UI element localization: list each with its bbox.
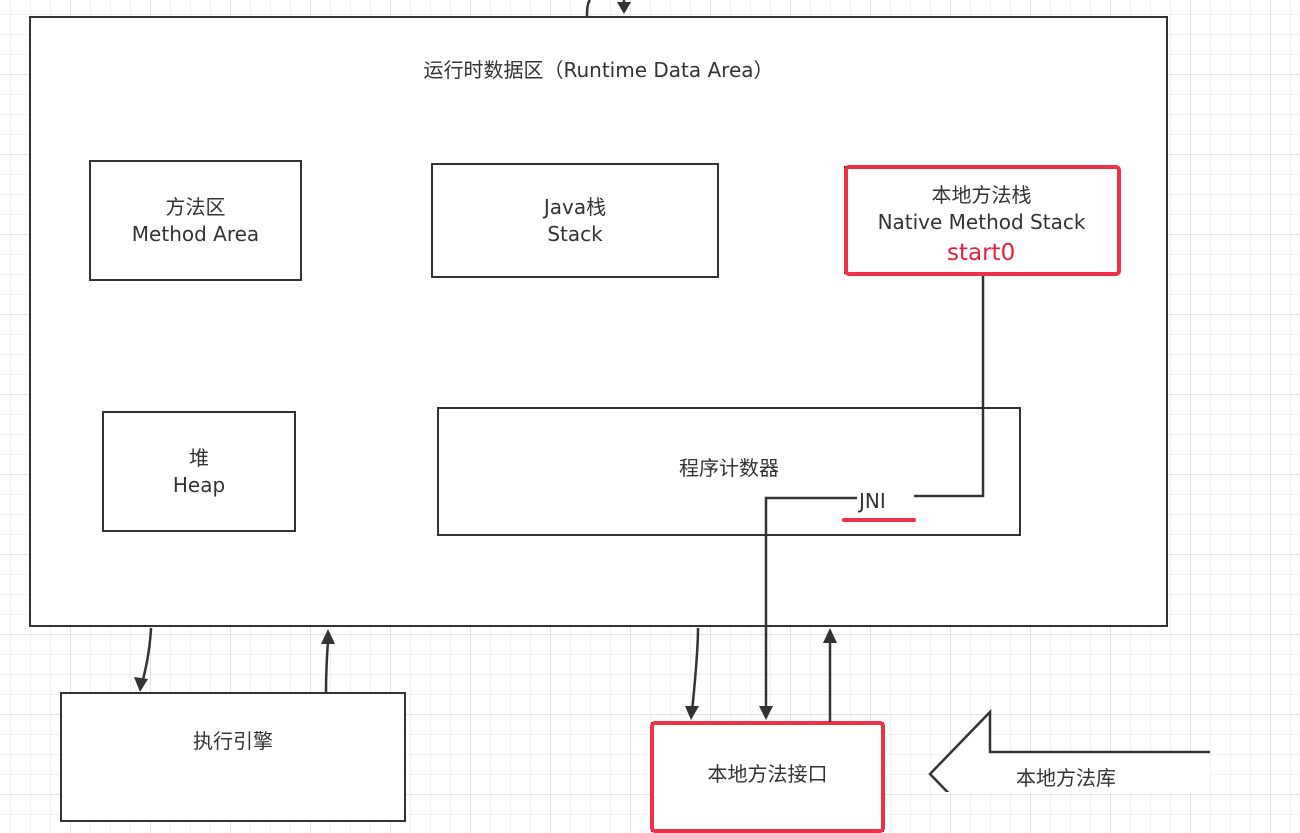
native-library-label[interactable]: 本地方法库	[1016, 766, 1116, 790]
connector-layer	[134, 0, 1210, 792]
method-area-label-en: Method Area	[131, 221, 260, 246]
method-area-box[interactable]: 方法区 Method Area	[89, 160, 302, 281]
program-counter-label: 程序计数器	[679, 456, 779, 480]
arrowhead-ni-up	[823, 628, 837, 643]
arrowhead-exec-up	[321, 629, 335, 644]
top-arrow-left	[585, 0, 591, 17]
arrowhead-ni-down	[685, 706, 699, 720]
jni-connector	[914, 276, 985, 498]
heap-label-cn: 堆	[189, 445, 209, 470]
top-arrowhead	[617, 2, 631, 14]
jni-label: JNI	[857, 489, 888, 513]
heap-label-en: Heap	[172, 472, 226, 497]
native-stack-highlight	[844, 165, 1121, 276]
jni-connector-down	[764, 496, 857, 708]
runtime-data-area-title: 运行时数据区（Runtime Data Area）	[423, 58, 774, 82]
arrowhead-jni	[759, 706, 773, 720]
arrowhead-exec-down	[134, 677, 148, 692]
program-counter-box[interactable]: 程序计数器	[437, 407, 1021, 536]
jni-underline	[842, 518, 916, 522]
arrow-to-native-interface	[690, 627, 700, 713]
java-stack-label-cn: Java栈	[543, 194, 607, 219]
native-interface-label: 本地方法接口	[707, 761, 828, 786]
native-stack-label-cn: 本地方法栈	[931, 183, 1032, 207]
method-area-label-cn: 方法区	[165, 194, 226, 219]
java-stack-label-en: Stack	[547, 221, 603, 246]
execution-engine-label: 执行引擎	[193, 728, 273, 753]
start0-annotation: start0	[947, 240, 1016, 266]
native-method-stack-box[interactable]: 本地方法栈 Native Method Stack	[844, 165, 1121, 276]
java-stack-box[interactable]: Java栈 Stack	[431, 163, 719, 278]
arrow-from-exec-engine	[324, 640, 330, 693]
native-stack-label-en: Native Method Stack	[877, 210, 1086, 234]
native-library-shape	[928, 708, 1210, 792]
heap-box[interactable]: 堆 Heap	[102, 411, 296, 532]
